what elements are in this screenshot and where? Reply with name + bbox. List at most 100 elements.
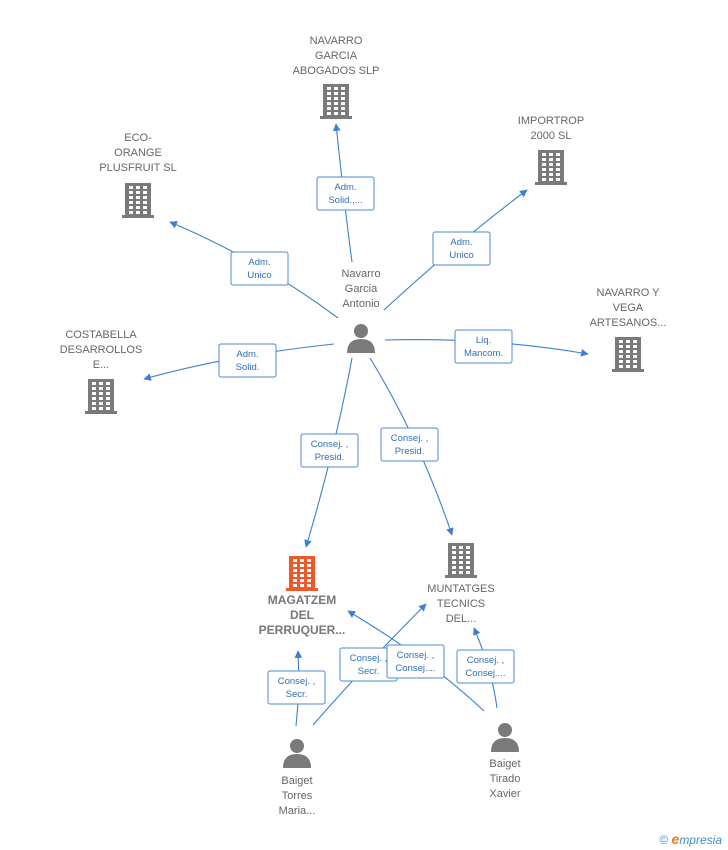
relation-label-box[interactable]: Adm. Solid.: [218, 343, 277, 378]
relation-label-text: Secr.: [358, 666, 380, 677]
relation-label-text: Presid.: [315, 452, 345, 463]
node-magatzem[interactable]: MAGATZEMDELPERRUQUER...: [259, 556, 346, 637]
node-navarro-garcia-abogados[interactable]: NAVARRO GARCIA ABOGADOS SLP: [293, 35, 380, 119]
relation-box-frame: [456, 649, 515, 684]
relation-box-frame: [300, 433, 359, 468]
relation-label-text: Solid.: [236, 362, 260, 373]
relation-label-text: Presid.: [395, 446, 425, 457]
relation-box-frame: [267, 670, 326, 705]
node-importrop[interactable]: IMPORTROP 2000 SL: [518, 115, 584, 185]
relation-box-frame: [454, 329, 513, 364]
node-eco-orange[interactable]: ECO- ORANGE PLUSFRUIT SL: [99, 132, 177, 218]
node-baiget-torres[interactable]: BaigetTorresMaria...: [279, 739, 316, 817]
relation-label-text: Unico: [449, 250, 473, 261]
relation-label-box[interactable]: Liq. Mancom.: [454, 329, 513, 364]
node-costabella[interactable]: COSTABELLA DESARROLLOS E...: [60, 329, 143, 414]
relation-box-frame: [316, 176, 375, 211]
footer-brand: © empresia: [659, 831, 722, 847]
node-label: NAVARRO Y: [597, 287, 661, 299]
relation-label-text: Consej. ,: [278, 676, 316, 687]
node-navarro-vega[interactable]: NAVARRO Y VEGA ARTESANOS...: [590, 287, 667, 372]
node-label: Garcia: [345, 283, 378, 295]
relation-label-text: Secr.: [286, 689, 308, 700]
relation-box-frame: [230, 251, 289, 286]
building-icon: [320, 84, 352, 119]
node-label: Baiget: [281, 775, 312, 787]
relation-label-text: Consej....: [395, 663, 435, 674]
relation-label-box[interactable]: Consej. , Secr.: [267, 670, 326, 705]
node-label: Tirado: [490, 773, 521, 785]
building-icon: [445, 543, 477, 578]
edges-layer: [143, 123, 589, 727]
node-label: NAVARRO: [310, 35, 363, 47]
node-label: Navarro: [341, 268, 380, 280]
relation-box-frame: [432, 231, 491, 266]
relation-label-text: Adm.: [450, 237, 472, 248]
node-label: DEL: [290, 608, 314, 622]
node-label: PERRUQUER...: [259, 623, 346, 637]
relation-label-text: Consej. ,: [397, 650, 435, 661]
node-label: DEL...: [446, 613, 477, 625]
person-icon: [491, 723, 519, 752]
node-label: Baiget: [489, 758, 520, 770]
node-label: PLUSFRUIT SL: [99, 162, 176, 174]
relation-label-box[interactable]: Consej. , Consej....: [456, 649, 515, 684]
node-label: COSTABELLA: [65, 329, 137, 341]
node-label: 2000 SL: [531, 130, 572, 142]
relation-label-text: Unico: [247, 270, 271, 281]
building-icon: [612, 337, 644, 372]
node-label: ABOGADOS SLP: [293, 65, 380, 77]
node-label: GARCIA: [315, 50, 358, 62]
relation-label-text: Consej. ,: [391, 433, 429, 444]
person-icon: [347, 324, 375, 353]
relation-label-box[interactable]: Adm. Solid.,...: [316, 176, 375, 211]
relation-label-text: Mancom.: [464, 348, 503, 359]
relation-label-text: Consej. ,: [350, 653, 388, 664]
relation-label-text: Consej....: [465, 668, 505, 679]
relation-label-text: Adm.: [248, 257, 270, 268]
relation-label-box[interactable]: Consej. , Consej....: [386, 644, 445, 679]
relation-label-box[interactable]: Consej. , Secr.: [339, 647, 398, 682]
relation-label-box[interactable]: Adm. Unico: [230, 251, 289, 286]
relation-label-box[interactable]: Consej. , Presid.: [300, 433, 359, 468]
building-icon: [85, 379, 117, 414]
relation-label-text: Solid.,...: [328, 195, 362, 206]
relation-box-frame: [380, 427, 439, 462]
node-label: Antonio: [342, 298, 379, 310]
relation-label-text: Consej. ,: [467, 655, 505, 666]
relation-label-text: Adm.: [334, 182, 356, 193]
node-muntatges[interactable]: MUNTATGES TECNICS DEL...: [427, 543, 495, 625]
node-label: Xavier: [489, 788, 521, 800]
node-label: DESARROLLOS: [60, 344, 143, 356]
relation-labels-layer: Adm.Solid.,...Adm.UnicoAdm.UnicoLiq.Manc…: [218, 176, 515, 705]
relation-label-box[interactable]: Adm. Unico: [432, 231, 491, 266]
relation-label-text: Adm.: [236, 349, 258, 360]
nodes-layer: NAVARRO GARCIA ABOGADOS SLP IMPORTROP 2000 S…: [60, 35, 667, 817]
node-label: Maria...: [279, 805, 316, 817]
brand-logo-initial: e: [671, 831, 680, 847]
node-label: ECO-: [124, 132, 152, 144]
relation-label-box[interactable]: Consej. , Presid.: [380, 427, 439, 462]
relation-label-text: Consej. ,: [311, 439, 349, 450]
node-label: MAGATZEM: [268, 593, 336, 607]
relation-box-frame: [386, 644, 445, 679]
building-icon: [286, 556, 318, 591]
copyright-symbol: ©: [659, 833, 669, 847]
node-label: MUNTATGES: [427, 583, 494, 595]
relation-box-frame: [218, 343, 277, 378]
node-label: Torres: [282, 790, 313, 802]
node-label: ORANGE: [114, 147, 162, 159]
node-label: E...: [93, 359, 110, 371]
person-icon: [283, 739, 311, 768]
node-label: ARTESANOS...: [590, 317, 667, 329]
node-label: IMPORTROP: [518, 115, 584, 127]
node-label: TECNICS: [437, 598, 485, 610]
relation-label-text: Liq.: [476, 335, 491, 346]
building-icon: [535, 150, 567, 185]
brand-name: mpresia: [679, 833, 722, 847]
building-icon: [122, 183, 154, 218]
node-label: VEGA: [613, 302, 644, 314]
